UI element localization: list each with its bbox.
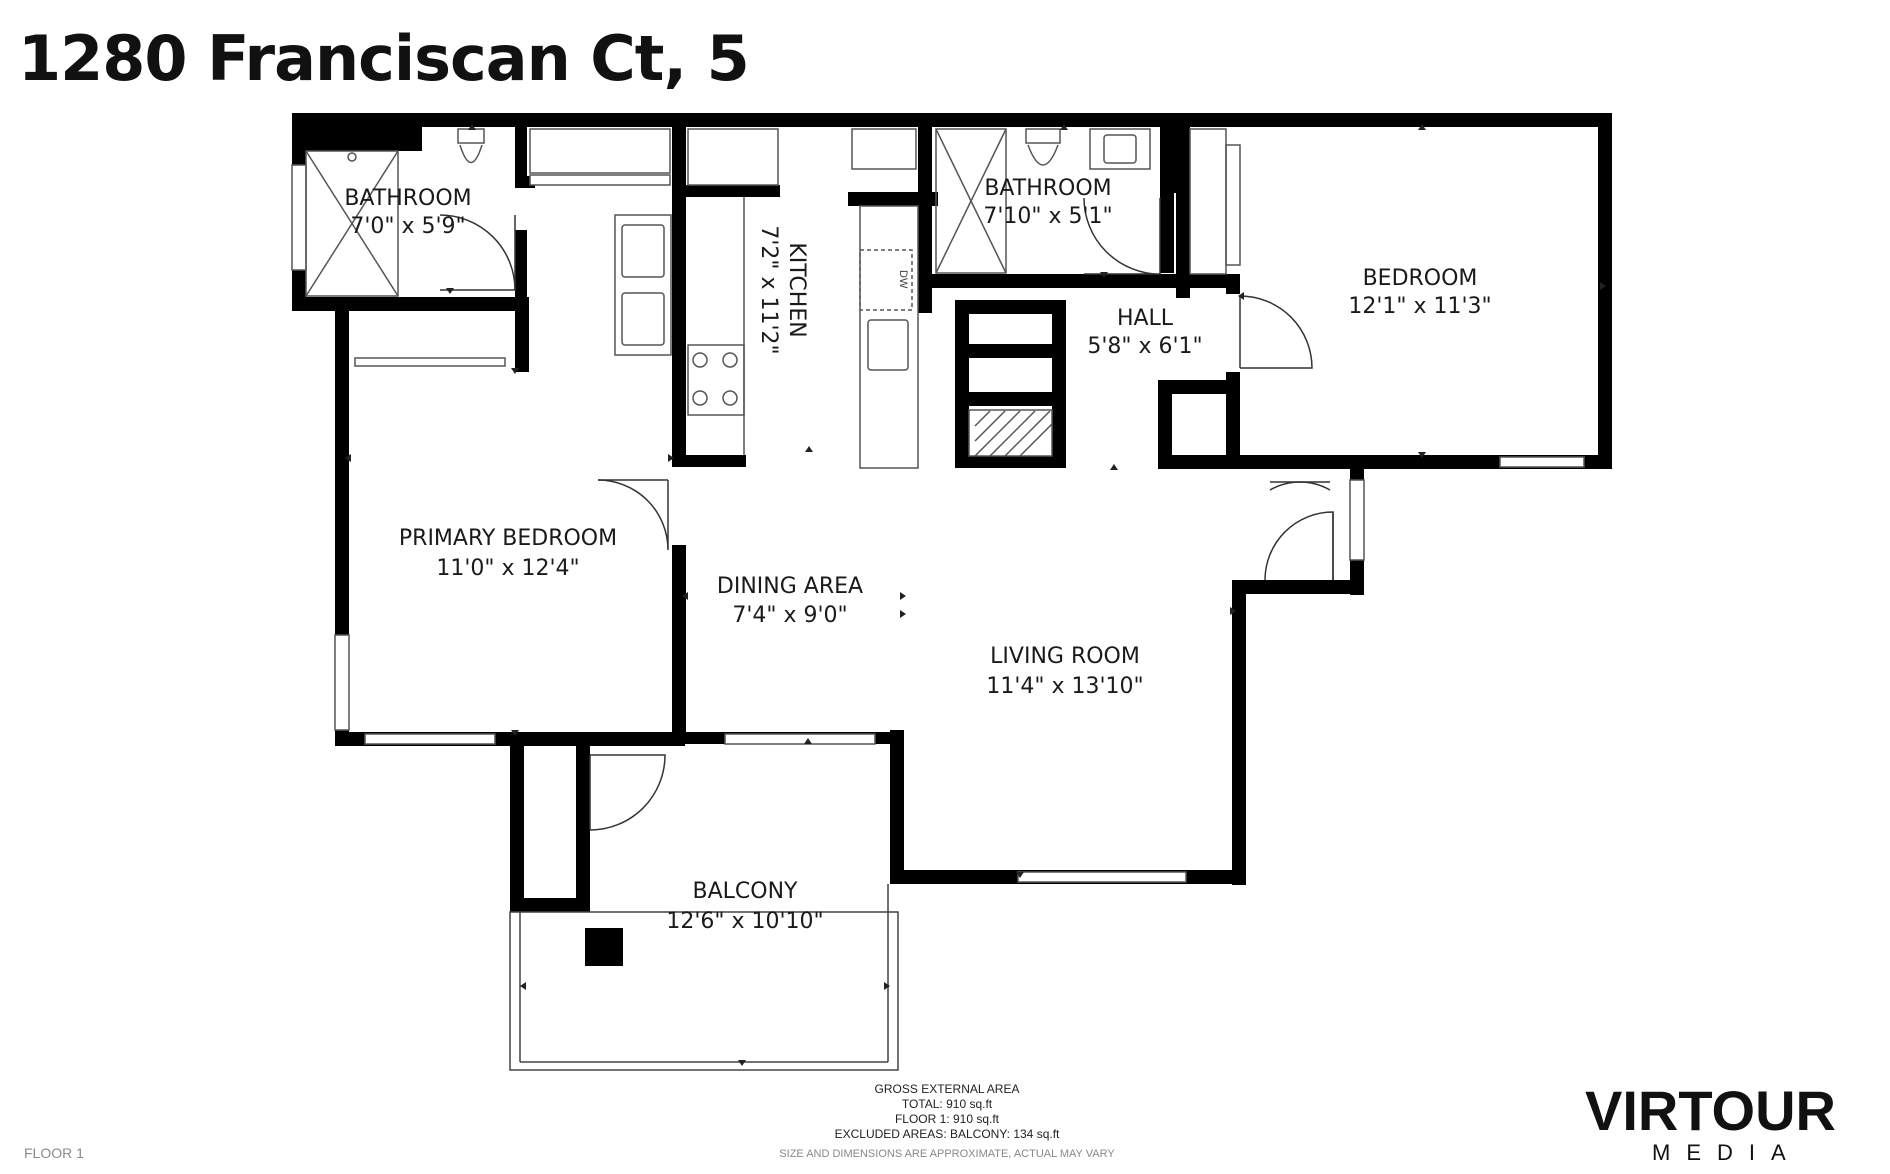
area-summary-line-4: EXCLUDED AREAS: BALCONY: 134 sq.ft xyxy=(835,1127,1060,1141)
room-dims-living-room: 11'4" x 13'10" xyxy=(986,674,1143,699)
room-name-bedroom: BEDROOM xyxy=(1363,266,1478,291)
room-dims-bathroom-1: 7'0" x 5'9" xyxy=(350,214,465,239)
dishwasher-label: DW xyxy=(897,270,909,289)
area-summary-line-3: FLOOR 1: 910 sq.ft xyxy=(895,1112,1000,1126)
room-dims-bedroom: 12'1" x 11'3" xyxy=(1348,294,1491,319)
room-name-hall: HALL xyxy=(1117,306,1174,331)
brand-name: VIRTOUR xyxy=(1585,1079,1836,1142)
doors xyxy=(439,197,1334,831)
room-name-living-room: LIVING ROOM xyxy=(990,644,1140,669)
walls xyxy=(292,113,1612,966)
brand-sub: MEDIA xyxy=(1652,1140,1802,1165)
page-title: 1280 Franciscan Ct, 5 xyxy=(18,22,750,95)
windows xyxy=(291,144,1585,883)
room-name-kitchen: KITCHEN xyxy=(784,242,809,337)
dimension-markers xyxy=(345,124,1606,1066)
area-summary: GROSS EXTERNAL AREA TOTAL: 910 sq.ft FLO… xyxy=(779,1082,1115,1160)
room-name-bathroom-1: BATHROOM xyxy=(344,186,471,211)
area-summary-line-1: GROSS EXTERNAL AREA xyxy=(875,1082,1020,1096)
room-name-dining-area: DINING AREA xyxy=(717,574,863,599)
room-name-balcony: BALCONY xyxy=(693,879,799,904)
balcony-railing xyxy=(509,884,899,1071)
floor-label: FLOOR 1 xyxy=(24,1145,84,1161)
disclaimer: SIZE AND DIMENSIONS ARE APPROXIMATE, ACT… xyxy=(779,1148,1115,1160)
room-labels: BATHROOM 7'0" x 5'9" BATHROOM 7'10" x 5'… xyxy=(344,176,1491,934)
brand-logo: VIRTOUR MEDIA xyxy=(1585,1079,1836,1165)
room-name-bathroom-2: BATHROOM xyxy=(984,176,1111,201)
room-dims-dining-area: 7'4" x 9'0" xyxy=(732,603,847,628)
room-dims-hall: 5'8" x 6'1" xyxy=(1087,334,1202,359)
room-name-primary-bedroom: PRIMARY BEDROOM xyxy=(399,526,617,551)
room-dims-bathroom-2: 7'10" x 5'1" xyxy=(983,204,1112,229)
fixtures xyxy=(305,128,1227,469)
room-dims-balcony: 12'6" x 10'10" xyxy=(666,909,823,934)
room-dims-kitchen: 7'2" x 11'2" xyxy=(756,225,781,354)
area-summary-line-2: TOTAL: 910 sq.ft xyxy=(902,1097,993,1111)
room-dims-primary-bedroom: 11'0" x 12'4" xyxy=(436,556,579,581)
